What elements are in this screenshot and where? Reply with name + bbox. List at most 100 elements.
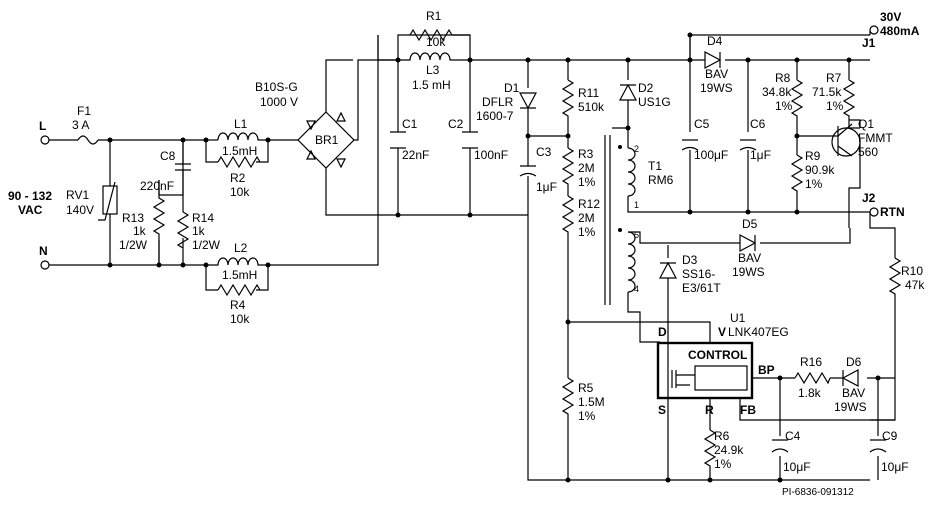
r8-value2: 1% <box>775 99 793 113</box>
r9-value1: 90.9k <box>805 163 835 177</box>
u1-pin-r: R <box>705 403 714 417</box>
neutral-label: N <box>39 244 48 258</box>
c9-ref: C9 <box>882 429 898 443</box>
r16-value: 1.8k <box>798 386 822 400</box>
input-voltage-line1: 90 - 132 <box>8 189 52 203</box>
controller-u1: CONTROL D V S R FB BP U1 LNK407EG <box>656 311 789 417</box>
t1-pin5: 5 <box>634 230 639 240</box>
capacitor-c8: C8 220nF <box>140 140 191 193</box>
u1-ref: U1 <box>730 311 746 325</box>
l3-value: 1.5 mH <box>412 78 451 92</box>
r7-value2: 1% <box>826 99 844 113</box>
br1-ref: BR1 <box>315 133 339 147</box>
output-voltage: 30V <box>880 10 901 24</box>
diode-d1: D1 DFLR 1600-7 <box>476 81 537 123</box>
r5-value2: 1% <box>578 409 596 423</box>
resistor-r9: R9 90.9k 1% <box>790 149 835 196</box>
u1-pin-v: V <box>718 325 726 339</box>
resistor-r7: R7 71.5k 1% <box>812 71 856 118</box>
resistor-r13: R13 1k 1/2W <box>119 180 166 265</box>
r11-value: 510k <box>578 100 605 114</box>
r6-value1: 24.9k <box>714 443 744 457</box>
t1-pin2: 2 <box>634 144 639 154</box>
capacitor-c9: C9 10μF <box>869 429 909 474</box>
f1-value: 3 A <box>72 118 89 132</box>
c5-ref: C5 <box>694 117 710 131</box>
q1-part2: 560 <box>858 145 878 159</box>
br1-rating: 1000 V <box>260 95 298 109</box>
r3-value2: 1% <box>578 175 596 189</box>
capacitor-c6: C6 1μF <box>739 117 771 162</box>
j2-label: J2 <box>862 191 876 205</box>
r12-ref: R12 <box>578 197 600 211</box>
q1-ref: Q1 <box>858 117 874 131</box>
u1-block: CONTROL <box>688 348 747 362</box>
d3-part1: SS16- <box>682 267 715 281</box>
u1-pin-d: D <box>658 325 667 339</box>
c3-value: 1μF <box>536 180 557 194</box>
resistor-r1: R1 10k <box>409 9 470 49</box>
r3-value1: 2M <box>578 161 595 175</box>
r6-value2: 1% <box>714 457 732 471</box>
d1-part1: DFLR <box>482 95 514 109</box>
r16-ref: R16 <box>800 355 822 369</box>
diode-d3: D3 SS16- E3/61T <box>659 253 721 295</box>
r4-ref: R4 <box>230 298 246 312</box>
r8-value1: 34.8k <box>762 85 792 99</box>
c3-ref: C3 <box>536 145 552 159</box>
r11-ref: R11 <box>578 86 599 100</box>
output-current: 480mA <box>880 24 920 38</box>
r14-ref: R14 <box>192 211 214 225</box>
inductor-l3: L3 1.5 mH <box>398 52 470 92</box>
r1-value: 10k <box>426 35 446 49</box>
j1-label: J1 <box>862 36 876 50</box>
d4-part1: BAV <box>705 67 728 81</box>
r2-value: 10k <box>230 185 250 199</box>
r10-ref: R10 <box>901 264 923 278</box>
l2-value: 1.5mH <box>222 268 257 282</box>
transistor-q1: Q1 FMMT 560 <box>820 117 893 159</box>
d5-part1: BAV <box>738 251 761 265</box>
r5-ref: R5 <box>578 381 594 395</box>
c6-ref: C6 <box>750 117 766 131</box>
r7-value1: 71.5k <box>812 85 842 99</box>
c4-value: 10μF <box>783 460 811 474</box>
r3-ref: R3 <box>578 147 594 161</box>
t1-pin4: 4 <box>634 284 639 294</box>
r5-value1: 1.5M <box>578 395 605 409</box>
br1-part: B10S-G <box>255 80 298 94</box>
c5-value: 100μF <box>694 148 728 162</box>
r6-ref: R6 <box>714 429 730 443</box>
diode-d2: D2 US1G <box>619 81 671 109</box>
input-voltage-line2: VAC <box>18 203 43 217</box>
t1-ref: T1 <box>648 159 662 173</box>
d2-ref: D2 <box>638 81 654 95</box>
c4-ref: C4 <box>785 429 801 443</box>
diode-d4: D4 BAV 19WS <box>700 34 733 95</box>
rv1-value: 140V <box>66 203 94 217</box>
capacitor-c3: C3 1μF <box>519 145 557 194</box>
resistor-r11: R11 510k <box>561 79 605 122</box>
resistor-r10: R10 47k <box>888 257 925 300</box>
d5-part2: 19WS <box>732 265 765 279</box>
c2-value: 100nF <box>474 148 508 162</box>
r7-ref: R7 <box>826 71 842 85</box>
transformer-t1: 2 1 5 4 T1 RM6 <box>604 135 674 305</box>
c9-value: 10μF <box>881 460 909 474</box>
inductor-l1: L1 1.5mH <box>206 117 268 158</box>
u1-part: LNK407EG <box>728 325 789 339</box>
c8-value: 220nF <box>140 179 174 193</box>
d6-part1: BAV <box>842 386 865 400</box>
output-terminals: 30V 480mA J1 J2 RTN <box>862 10 920 219</box>
r10-value: 47k <box>905 278 925 292</box>
diode-d5: D5 BAV 19WS <box>732 217 765 279</box>
input-terminals: L N 90 - 132 VAC <box>8 119 52 270</box>
capacitor-c4: C4 10μF <box>771 429 811 474</box>
r14-value2: 1/2W <box>192 238 221 252</box>
r13-ref: R13 <box>122 211 144 225</box>
l2-ref: L2 <box>234 241 248 255</box>
t1-core: RM6 <box>648 173 674 187</box>
rtn-label: RTN <box>880 205 905 219</box>
d6-ref: D6 <box>846 355 862 369</box>
u1-pin-bp: BP <box>758 363 775 377</box>
